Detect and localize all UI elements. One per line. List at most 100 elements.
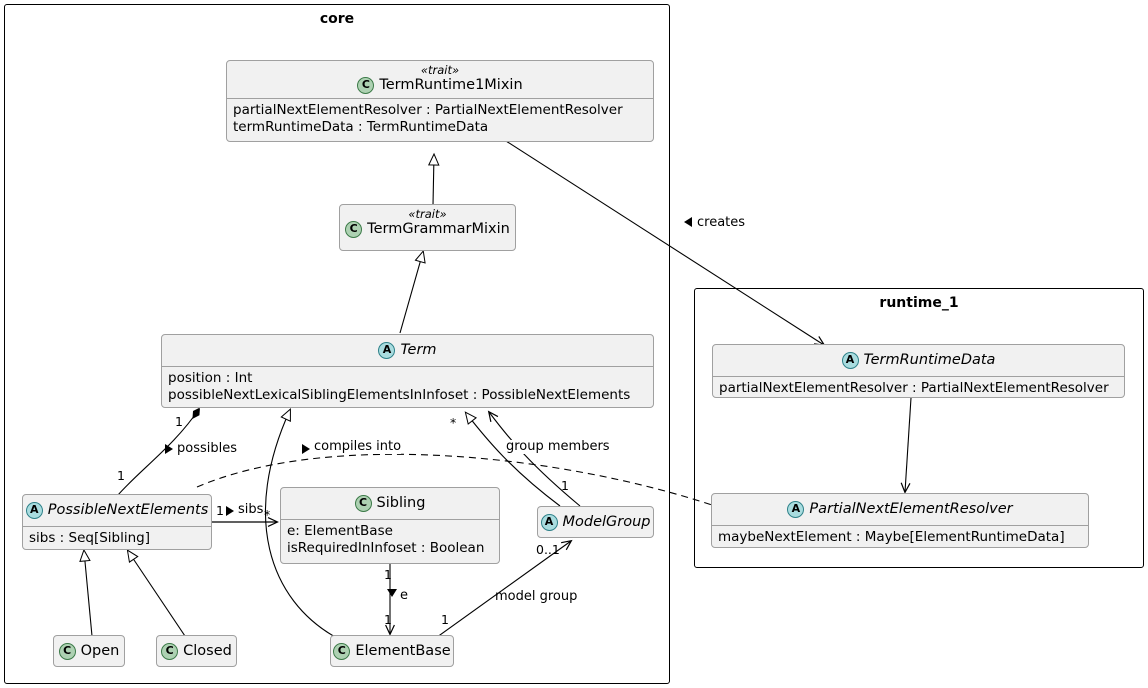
class-name-row: C TermRuntime1Mixin <box>357 76 523 94</box>
class-name: TermRuntime1Mixin <box>379 77 523 93</box>
e-arrow-glyph <box>387 589 397 597</box>
edge-label-e: e <box>400 588 408 603</box>
mult-sibs-one: 1 <box>216 503 224 518</box>
class-attributes: partialNextElementResolver : PartialNext… <box>713 377 1124 397</box>
class-name: ElementBase <box>355 643 451 659</box>
class-header: A PartialNextElementResolver <box>712 494 1088 525</box>
class-termruntime1mixin[interactable]: «trait» C TermRuntime1Mixin partialNextE… <box>226 60 654 142</box>
class-header: A Term <box>162 335 653 366</box>
class-name: Term <box>400 342 437 358</box>
mult-sibs-star: * <box>264 507 271 522</box>
class-attributes: position : Int possibleNextLexicalSiblin… <box>162 367 653 407</box>
class-name: ModelGroup <box>562 514 651 530</box>
class-name: Sibling <box>376 495 426 511</box>
class-name: Closed <box>183 643 232 659</box>
edge-label-model-group: model group <box>495 589 578 604</box>
class-name: PossibleNextElements <box>47 502 209 518</box>
sibs-arrow-glyph <box>226 506 234 516</box>
class-header: A PossibleNextElements <box>23 495 211 526</box>
class-header: «trait» C TermGrammarMixin <box>340 205 515 242</box>
class-term[interactable]: A Term position : Int possibleNextLexica… <box>161 334 654 408</box>
divider <box>712 525 1088 526</box>
class-attributes: e: ElementBase isRequiredInInfoset : Boo… <box>281 520 499 561</box>
class-name: PartialNextElementResolver <box>809 501 1013 517</box>
class-header: C ElementBase <box>331 636 453 666</box>
class-modelgroup[interactable]: A ModelGroup <box>537 506 654 538</box>
class-badge-icon: C <box>333 642 351 660</box>
class-header: C Open <box>54 636 124 666</box>
class-name-row: A Term <box>378 341 437 359</box>
class-name: TermRuntimeData <box>863 352 996 368</box>
attribute-row: position : Int <box>168 370 253 386</box>
class-header: C Sibling <box>281 488 499 519</box>
attribute-row: partialNextElementResolver : PartialNext… <box>233 102 623 118</box>
possibles-arrow-glyph <box>165 444 173 454</box>
class-sibling[interactable]: C Sibling e: ElementBase isRequiredInInf… <box>280 487 500 564</box>
class-name-row: A ModelGroup <box>540 513 651 531</box>
package-runtime-1-title: runtime_1 <box>879 295 959 311</box>
mult-group-one: 1 <box>561 478 569 493</box>
class-badge-icon: C <box>357 76 375 94</box>
compiles-into-arrow-glyph <box>302 444 310 454</box>
class-name-row: C Closed <box>161 642 232 660</box>
class-name-row: A TermRuntimeData <box>841 351 996 369</box>
mult-term-possibles-near: 1 <box>175 414 183 429</box>
class-attributes: sibs : Seq[Sibling] <box>23 527 211 549</box>
class-closed[interactable]: C Closed <box>156 635 237 667</box>
class-badge-icon: C <box>345 220 363 238</box>
class-partialnextelementresolver[interactable]: A PartialNextElementResolver maybeNextEl… <box>711 493 1089 548</box>
class-elementbase[interactable]: C ElementBase <box>330 635 454 667</box>
package-core-title: core <box>319 11 355 27</box>
mult-sibling-e-top: 1 <box>384 567 392 582</box>
class-open[interactable]: C Open <box>53 635 125 667</box>
attribute-row: possibleNextLexicalSiblingElementsInInfo… <box>168 387 631 403</box>
divider <box>23 526 211 527</box>
attribute-row: isRequiredInInfoset : Boolean <box>287 540 485 556</box>
divider <box>281 519 499 520</box>
edge-label-sibs: sibs <box>238 502 264 517</box>
class-badge-icon: A <box>540 513 558 531</box>
class-termgrammarmixin[interactable]: «trait» C TermGrammarMixin <box>339 204 516 251</box>
attribute-row: maybeNextElement : Maybe[ElementRuntimeD… <box>718 529 1065 545</box>
creates-arrow-glyph <box>684 217 692 227</box>
attribute-row: e: ElementBase <box>287 523 393 539</box>
divider <box>713 376 1124 377</box>
class-attributes: partialNextElementResolver : PartialNext… <box>227 99 653 140</box>
stereotype-label: «trait» <box>408 207 447 221</box>
divider <box>227 98 653 99</box>
class-badge-icon: A <box>378 341 396 359</box>
class-name: TermGrammarMixin <box>367 221 510 237</box>
class-termruntimedata[interactable]: A TermRuntimeData partialNextElementReso… <box>712 344 1125 398</box>
mult-group-star: * <box>450 415 457 430</box>
edge-label-possibles: possibles <box>177 441 237 456</box>
class-name-row: C ElementBase <box>333 642 451 660</box>
stereotype-label: «trait» <box>420 63 460 77</box>
attribute-row: sibs : Seq[Sibling] <box>29 530 151 546</box>
class-name-row: C Sibling <box>354 494 426 512</box>
class-possiblenextelements[interactable]: A PossibleNextElements sibs : Seq[Siblin… <box>22 494 212 550</box>
class-attributes: maybeNextElement : Maybe[ElementRuntimeD… <box>712 526 1088 547</box>
class-name-row: A PossibleNextElements <box>25 501 209 519</box>
edge-label-compiles-into: compiles into <box>314 439 402 454</box>
divider <box>162 366 653 367</box>
class-header: C Closed <box>157 636 236 666</box>
class-badge-icon: A <box>25 501 43 519</box>
class-badge-icon: C <box>354 494 372 512</box>
class-header: «trait» C TermRuntime1Mixin <box>227 61 653 98</box>
edge-label-group-members: group members <box>506 439 610 454</box>
class-badge-icon: C <box>161 642 179 660</box>
mult-sibling-e-bottom: 1 <box>384 612 392 627</box>
mult-elem-modelgroup-zero-one: 0..1 <box>536 542 560 557</box>
class-header: A TermRuntimeData <box>713 345 1124 376</box>
class-badge-icon: C <box>58 642 76 660</box>
class-header: A ModelGroup <box>538 507 653 537</box>
class-name-row: A PartialNextElementResolver <box>787 500 1013 518</box>
attribute-row: termRuntimeData : TermRuntimeData <box>233 119 489 135</box>
class-badge-icon: A <box>841 351 859 369</box>
class-badge-icon: A <box>787 500 805 518</box>
edge-label-creates: creates <box>697 215 746 230</box>
mult-term-possibles-far: 1 <box>117 468 125 483</box>
package-runtime-1: runtime_1 <box>694 288 1144 568</box>
mult-elem-modelgroup-one: 1 <box>441 612 449 627</box>
